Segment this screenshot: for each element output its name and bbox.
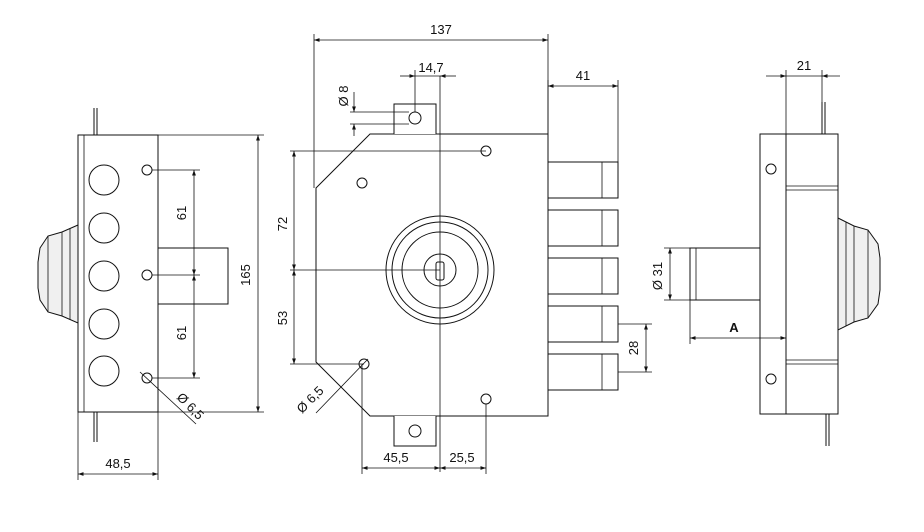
- bolt-hole: [88, 308, 120, 340]
- left-upper-spacing: 61: [174, 206, 189, 220]
- right-top-width: 21: [797, 58, 811, 73]
- front-view: 137 14,7 Ø 8 72 53 Ø 6,5 45,5 25,5 41: [275, 22, 652, 474]
- left-lower-spacing: 61: [174, 326, 189, 340]
- front-key-offset: 14,7: [418, 60, 443, 75]
- right-length-label: A: [729, 320, 739, 335]
- right-cylinder: [689, 247, 761, 301]
- front-bolts: [547, 161, 619, 391]
- front-body: [315, 133, 549, 417]
- left-hole-dia: Ø 6,5: [174, 390, 207, 423]
- front-bolt-height: 28: [626, 341, 641, 355]
- right-view: 21 Ø 31 A: [650, 58, 881, 446]
- front-bottom-hole-dia: Ø 6,5: [294, 383, 327, 416]
- front-top-hole-dia: Ø 8: [336, 86, 351, 107]
- front-lower-height: 53: [275, 311, 290, 325]
- right-cylinder-dia: Ø 31: [650, 262, 665, 290]
- bolt-hole: [88, 212, 120, 244]
- right-plate: [759, 133, 787, 415]
- right-case: [785, 133, 839, 415]
- bolt-hole: [88, 164, 120, 196]
- bolt-hole: [88, 260, 120, 292]
- left-view: 61 61 165 48,5 Ø 6,5: [37, 108, 264, 480]
- front-upper-height: 72: [275, 217, 290, 231]
- right-knob: [837, 217, 881, 331]
- bolt-hole: [88, 355, 120, 387]
- front-bottom-left: 45,5: [383, 450, 408, 465]
- front-top-width: 137: [430, 22, 452, 37]
- left-total-height: 165: [238, 264, 253, 286]
- left-knob: [37, 224, 79, 324]
- left-width: 48,5: [105, 456, 130, 471]
- front-bottom-right: 25,5: [449, 450, 474, 465]
- left-plate: [77, 134, 159, 413]
- front-bolt-projection: 41: [576, 68, 590, 83]
